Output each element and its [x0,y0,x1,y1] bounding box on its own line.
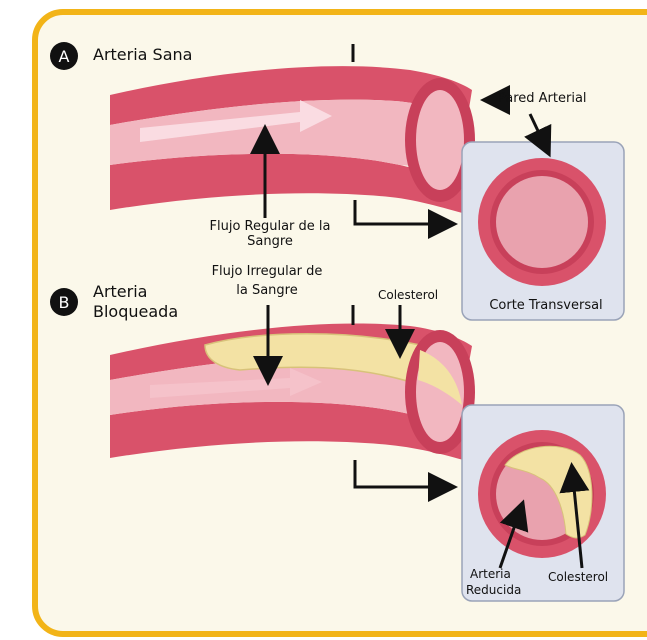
narrowed-artery-label-line1: Arteria [470,568,511,582]
blocked-artery-title-line1: Arteria [93,283,147,301]
regular-flow-label: Flujo Regular de la Sangre [200,220,340,250]
healthy-artery [110,66,475,215]
irregular-flow-label-line1: Flujo Irregular de [192,265,342,280]
blocked-artery [110,324,475,462]
cross-section-blocked [478,430,606,558]
blocked-artery-title-line2: Bloqueada [93,303,178,321]
cholesterol-cross-label: Colesterol [548,571,608,585]
arterial-wall-label: Pared Arterial [498,92,587,107]
narrowed-artery-label-line2: Reducida [466,584,521,598]
cross-section-healthy [478,158,606,286]
healthy-artery-title: Arteria Sana [93,46,192,64]
badge-a: A [50,42,78,70]
badge-b: B [50,288,78,316]
cross-section-label: Corte Transversal [476,299,616,314]
irregular-flow-label-line2: la Sangre [192,284,342,299]
cholesterol-label: Colesterol [378,289,438,303]
